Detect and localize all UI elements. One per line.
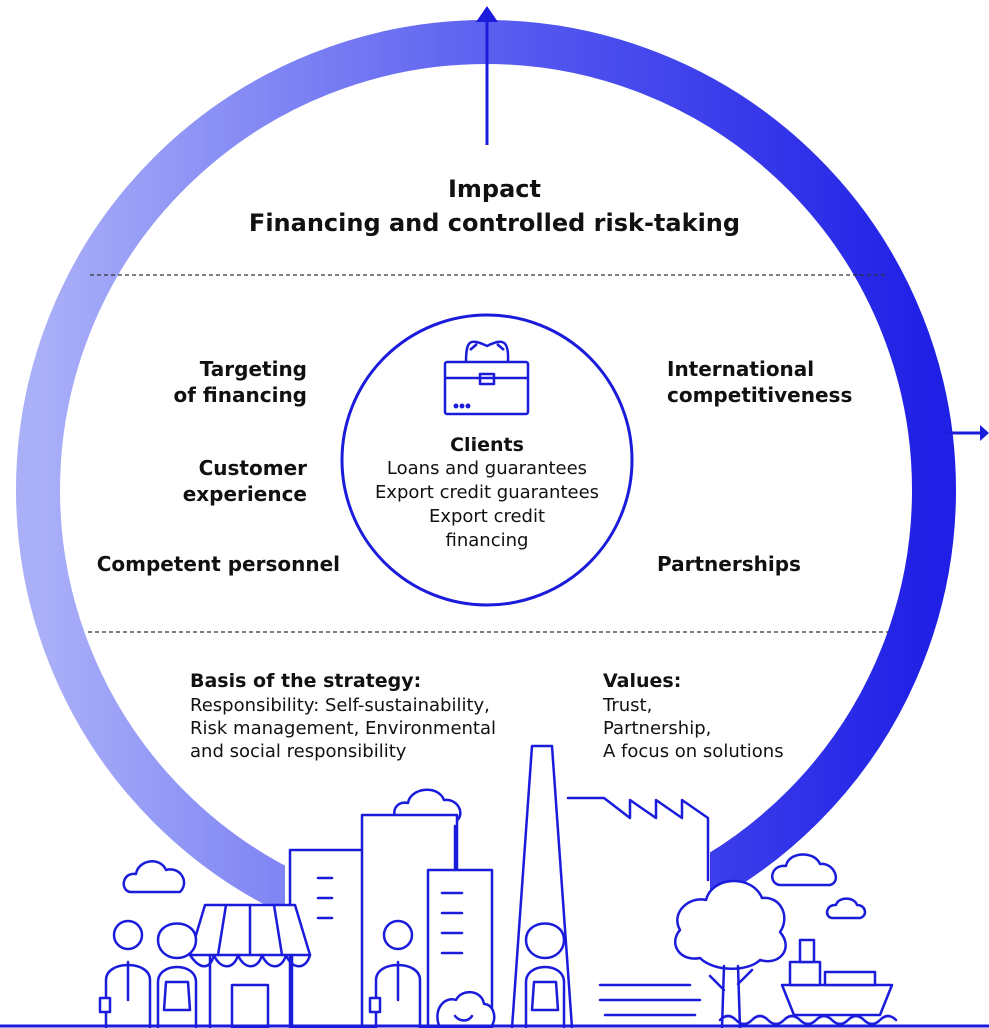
waves-icon [718,1014,898,1026]
impact-title-line-1: Impact [447,175,541,203]
person-icon [98,919,152,1028]
left-item-customer-line-2: experience [182,482,307,506]
up-arrow-icon [476,6,498,145]
clients-heading: Clients [450,434,524,456]
left-item-customer-line-1: Customer [198,456,307,480]
tree-icon [674,879,787,970]
clients-line: Loans and guarantees [386,458,588,479]
basis-line: Responsibility: Self-sustainability, [190,695,490,716]
person-icon [524,922,566,1028]
city-illustration [98,744,898,1028]
clients-line: Export credit [428,506,546,527]
basis-line: Risk management, Environmental [190,718,497,739]
left-item-targeting-line-2: of financing [173,383,307,407]
cloud-icon [825,897,867,920]
impact-title: Impact Financing and controlled risk-tak… [0,172,989,240]
basis-line: and social responsibility [190,741,407,762]
right-item-competitiveness: International competitiveness [667,356,907,408]
right-item-partnerships-line-1: Partnerships [657,552,801,576]
clients-line: Export credit guarantees [374,482,600,503]
clients-block: Clients Loans and guarantees Export cred… [357,433,617,553]
values-line: A focus on solutions [603,741,784,762]
right-item-competitiveness-line-1: International [667,357,815,381]
left-item-customer: Customer experience [60,455,307,507]
left-item-targeting-line-1: Targeting [199,357,307,381]
right-item-partnerships: Partnerships [657,551,857,577]
values-block: Values: Trust, Partnership, A focus on s… [603,668,843,763]
clients-line: financing [445,530,529,551]
impact-title-line-2: Financing and controlled risk-taking [248,209,741,237]
briefcase-icon [443,340,530,416]
cloud-icon [771,853,838,887]
right-item-competitiveness-line-2: competitiveness [667,383,853,407]
ship-icon [780,938,894,1017]
cloud-icon [122,860,186,894]
left-item-personnel: Competent personnel [40,551,340,577]
values-line: Trust, [603,695,653,716]
factory-icon [510,744,574,1028]
person-icon [368,919,422,1028]
values-line: Partnership, [603,718,712,739]
right-arrow-icon [945,425,989,441]
left-item-personnel-line-1: Competent personnel [96,552,340,576]
person-icon [156,922,198,1028]
basis-block: Basis of the strategy: Responsibility: S… [190,668,550,763]
basis-heading: Basis of the strategy: [190,670,422,692]
left-item-targeting: Targeting of financing [60,356,307,408]
values-heading: Values: [603,670,682,692]
clients-circle [340,313,634,607]
